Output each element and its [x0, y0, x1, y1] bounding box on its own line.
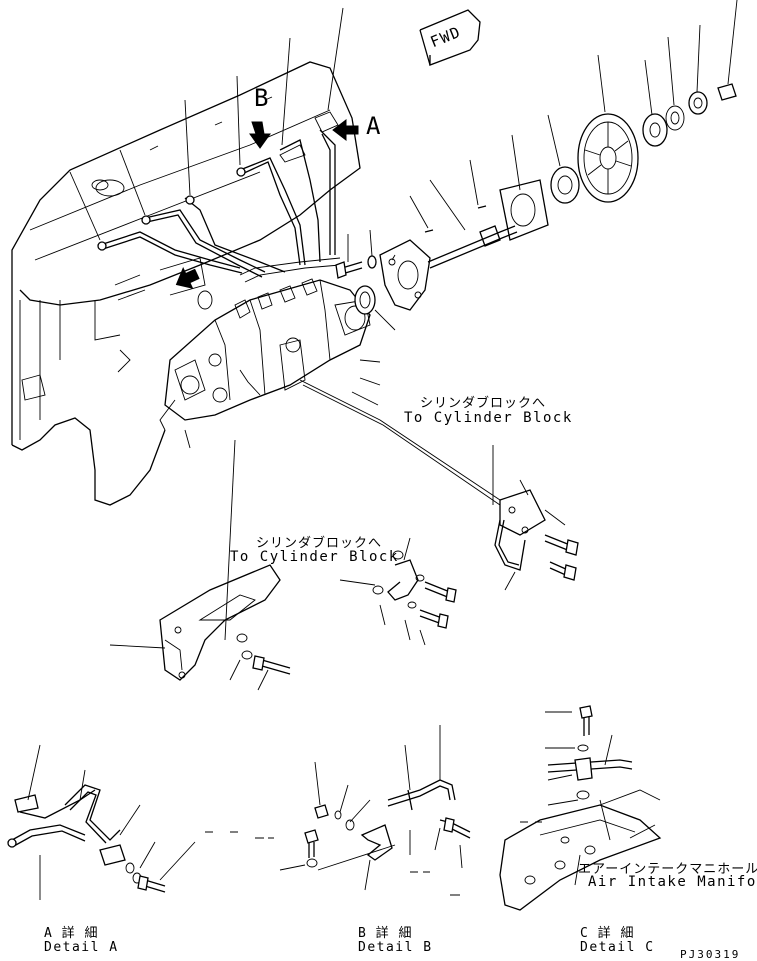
injection-pipes — [97, 111, 341, 283]
detail-a-title-jp: A 詳 細 — [44, 926, 99, 941]
injection-pump — [159, 278, 371, 431]
to-cylinder-block-en-1: To Cylinder Block — [404, 410, 573, 426]
view-arrow-b — [249, 121, 271, 149]
drawing-code: PJ30319 — [680, 948, 741, 961]
callout-b-label: B — [254, 84, 269, 112]
detail-c-drawing — [499, 705, 662, 911]
to-cylinder-block-jp-1: シリンダブロックへ — [420, 396, 547, 411]
pump-drive-parts — [335, 83, 737, 315]
detail-b-title-jp: B 詳 細 — [358, 926, 413, 941]
detail-a-title-en: Detail A — [44, 940, 119, 955]
fwd-arrow-icon — [419, 9, 481, 66]
detail-c-title-en: Detail C — [580, 940, 655, 955]
air-intake-manifold-jp: エアーインテークマニホールド — [578, 862, 757, 877]
to-cylinder-block-en-2: To Cylinder Block — [230, 549, 399, 565]
view-arrow-a — [332, 118, 359, 142]
to-cylinder-block-jp-2: シリンダブロックへ — [256, 536, 383, 551]
detail-c-title-jp: C 詳 細 — [580, 926, 635, 941]
detail-b-title-en: Detail B — [358, 940, 433, 955]
view-arrow-c — [175, 266, 200, 289]
detail-a-drawing — [7, 744, 274, 900]
small-bracket — [339, 537, 457, 646]
callout-a-label: A — [366, 112, 381, 140]
air-intake-manifold-en: Air Intake Manifold — [588, 874, 757, 890]
oil-pipe-assembly — [299, 379, 579, 591]
detail-b-drawing — [255, 725, 471, 896]
engine-block — [11, 61, 361, 506]
leader-lines — [69, 0, 738, 449]
pump-bracket — [109, 439, 291, 691]
